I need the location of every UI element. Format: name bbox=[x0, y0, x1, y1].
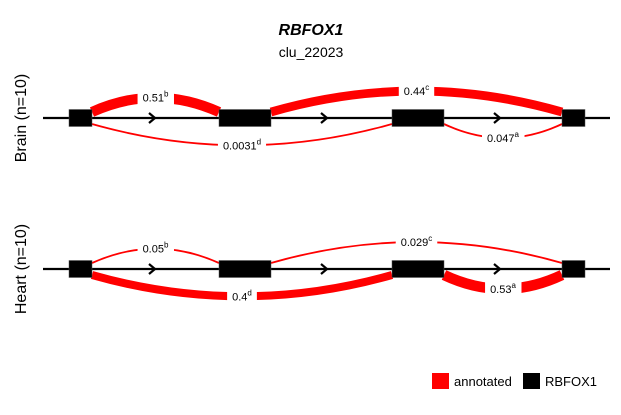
exon-2 bbox=[218, 109, 272, 127]
junction-superscript: b bbox=[164, 90, 169, 99]
junction-value: 0.047a bbox=[487, 130, 520, 145]
legend-label-annotated: annotated bbox=[454, 374, 512, 389]
legend-label-gene: RBFOX1 bbox=[545, 374, 597, 389]
figure-title: RBFOX1 bbox=[279, 22, 344, 39]
junction-superscript: c bbox=[425, 83, 429, 92]
strand-arrow-icon bbox=[493, 112, 502, 124]
junction-label: 0.047a bbox=[482, 128, 525, 146]
junction-value: 0.0031d bbox=[223, 137, 261, 152]
exon-4 bbox=[561, 260, 586, 278]
junction-superscript: c bbox=[428, 234, 432, 243]
junction-superscript: a bbox=[515, 130, 520, 139]
panel-brain: Brain (n=10) 0.51b 0.44c 0.047a 0.0031d bbox=[13, 74, 610, 163]
legend-swatch-annotated bbox=[432, 373, 449, 389]
figure-subtitle: clu_22023 bbox=[279, 44, 344, 60]
strand-arrow-icon bbox=[148, 112, 157, 124]
junction-superscript: a bbox=[511, 281, 516, 290]
junction-superscript: d bbox=[257, 137, 261, 146]
exon-3 bbox=[391, 260, 445, 278]
panel-heart: Heart (n=10) 0.05b 0.029c 0.53a 0.4d bbox=[13, 224, 610, 314]
strand-arrow-icon bbox=[493, 263, 502, 275]
junction-label: 0.4d bbox=[227, 287, 257, 305]
junction-label: 0.44c bbox=[398, 82, 435, 100]
legend-swatch-gene bbox=[523, 373, 540, 389]
junction-value: 0.51b bbox=[143, 90, 169, 105]
junction-label: 0.53a bbox=[485, 279, 522, 297]
legend: annotated RBFOX1 bbox=[432, 373, 597, 389]
panel-label: Heart (n=10) bbox=[13, 224, 30, 314]
exon-4 bbox=[561, 109, 586, 127]
strand-arrow-icon bbox=[320, 263, 329, 275]
junction-label: 0.029c bbox=[395, 233, 438, 251]
junction-label: 0.51b bbox=[137, 88, 174, 106]
exon-1 bbox=[68, 109, 93, 127]
junction-label: 0.0031d bbox=[217, 136, 267, 154]
strand-arrow-icon bbox=[320, 112, 329, 124]
junction-value: 0.05b bbox=[143, 241, 169, 256]
panel-label: Brain (n=10) bbox=[13, 74, 30, 163]
junction-label: 0.05b bbox=[137, 239, 174, 257]
junction-superscript: d bbox=[247, 288, 251, 297]
exon-2 bbox=[218, 260, 272, 278]
exon-1 bbox=[68, 260, 93, 278]
junction-value: 0.029c bbox=[401, 234, 433, 249]
junction-value: 0.53a bbox=[490, 281, 516, 296]
strand-arrow-icon bbox=[148, 263, 157, 275]
junction-value: 0.4d bbox=[232, 288, 252, 303]
junction-value: 0.44c bbox=[404, 83, 429, 98]
exon-3 bbox=[391, 109, 445, 127]
junction-superscript: b bbox=[164, 241, 169, 250]
